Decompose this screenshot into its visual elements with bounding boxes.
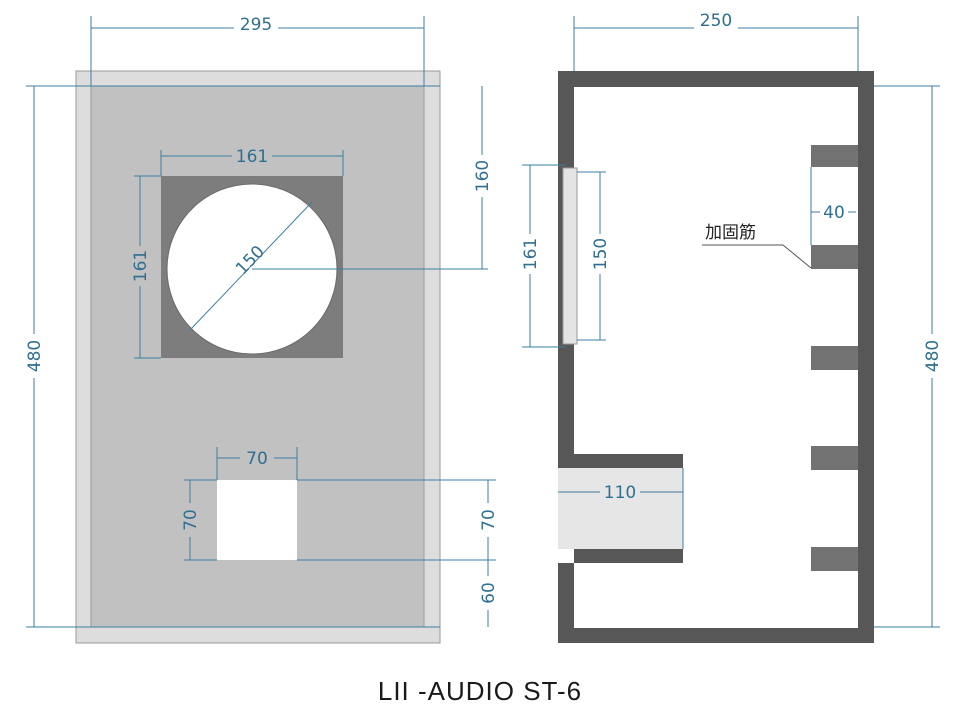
- port-width-label: 70: [246, 449, 268, 469]
- brace: [811, 547, 858, 571]
- drawing-title: LII -AUDIO ST-6: [377, 676, 583, 706]
- side-depth-label: 250: [700, 11, 732, 31]
- driver-square-height-label: 161: [131, 250, 151, 282]
- brace-leader: [782, 244, 812, 269]
- dim-label-bg: [472, 155, 492, 197]
- brace: [811, 346, 858, 370]
- brace-gap-label: 40: [823, 203, 845, 223]
- port-tube-bottom: [574, 549, 683, 563]
- dim-label-bg: [590, 234, 610, 274]
- dim-label-bg: [922, 334, 942, 378]
- port-height-right-label: 70: [479, 509, 499, 531]
- side-driver-label: 150: [591, 238, 611, 270]
- dim-label-bg: [24, 334, 44, 378]
- driver-square-width-label: 161: [236, 147, 268, 167]
- dim-label-bg: [180, 503, 200, 537]
- side-view: 250 480 161 150 40 加固筋 110: [520, 10, 943, 643]
- dim-label-bg: [130, 246, 150, 286]
- front-width-label: 295: [240, 15, 272, 35]
- front-view: 295 480 161 161 150 160 70: [24, 14, 499, 644]
- side-wall-top: [558, 71, 874, 87]
- side-wall-front-lower: [558, 563, 574, 643]
- side-baffle-label: 161: [521, 238, 541, 270]
- dim-label-bg: [478, 503, 498, 537]
- port-height-left-label: 70: [181, 509, 201, 531]
- side-height-label: 480: [923, 340, 943, 372]
- port-opening: [217, 480, 297, 560]
- side-wall-bottom: [558, 628, 874, 643]
- dim-label-bg: [520, 234, 540, 274]
- port-length-label: 110: [604, 483, 636, 503]
- side-wall-back: [858, 71, 874, 643]
- driver-to-top-label: 160: [473, 160, 493, 192]
- dim-line: [189, 201, 313, 331]
- brace: [811, 446, 858, 470]
- brace: [811, 145, 858, 167]
- port-tube-channel: [558, 468, 683, 549]
- port-to-bottom-label: 60: [479, 582, 499, 604]
- brace: [811, 245, 858, 269]
- dim-label-bg: [600, 482, 640, 502]
- dim-label-bg: [234, 14, 278, 36]
- dim-label-bg: [240, 447, 274, 467]
- dim-label-bg: [694, 10, 738, 32]
- driver-flange: [562, 167, 578, 345]
- front-height-label: 480: [25, 340, 45, 372]
- port-tube-top: [574, 454, 683, 468]
- brace-label: 加固筋: [705, 223, 756, 243]
- dim-label-bg: [478, 576, 498, 610]
- dim-label-bg: [232, 145, 272, 165]
